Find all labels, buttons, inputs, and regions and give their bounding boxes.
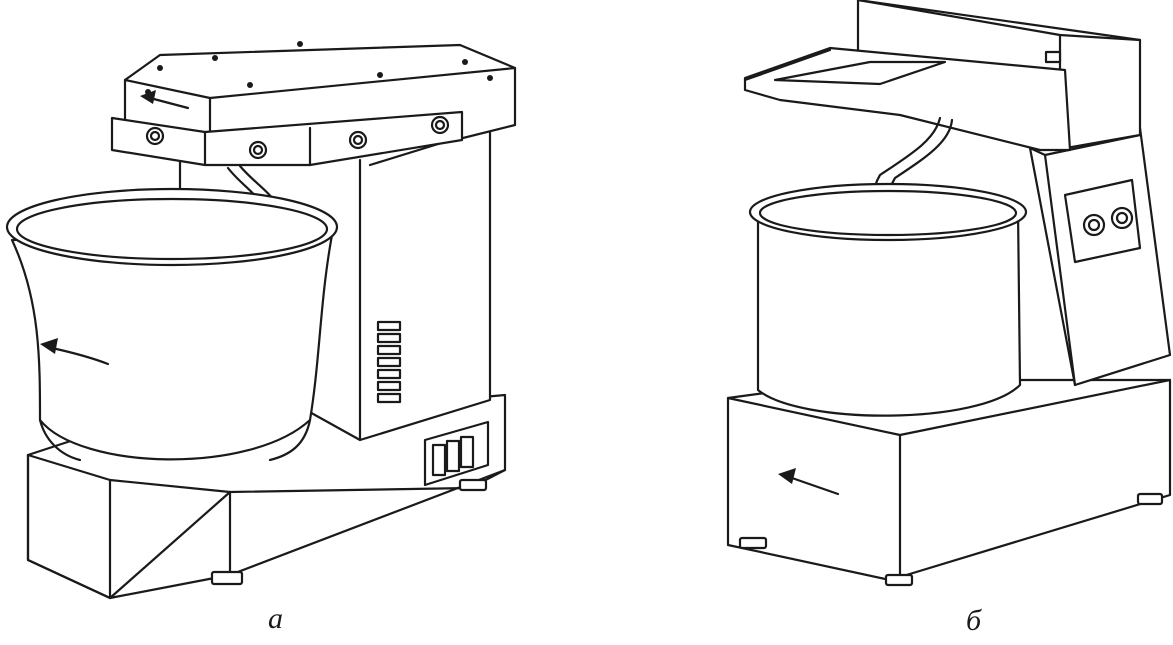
rotation-arrow-head-a	[140, 90, 190, 110]
control-panel	[1063, 178, 1142, 264]
caption-a: а	[268, 602, 283, 635]
bowl-b	[748, 182, 1028, 417]
mixer-b-head	[743, 0, 1142, 152]
mixer-a	[5, 41, 517, 600]
switch-panel	[423, 420, 490, 487]
mixer-a-head	[110, 41, 517, 167]
rotation-arrow-b	[778, 468, 840, 496]
bowl-a	[5, 187, 339, 462]
rotation-arrow-bowl-a	[40, 338, 110, 366]
caption-b: б	[966, 604, 982, 637]
vent-grille	[376, 320, 402, 404]
mixer-b	[726, 0, 1172, 587]
